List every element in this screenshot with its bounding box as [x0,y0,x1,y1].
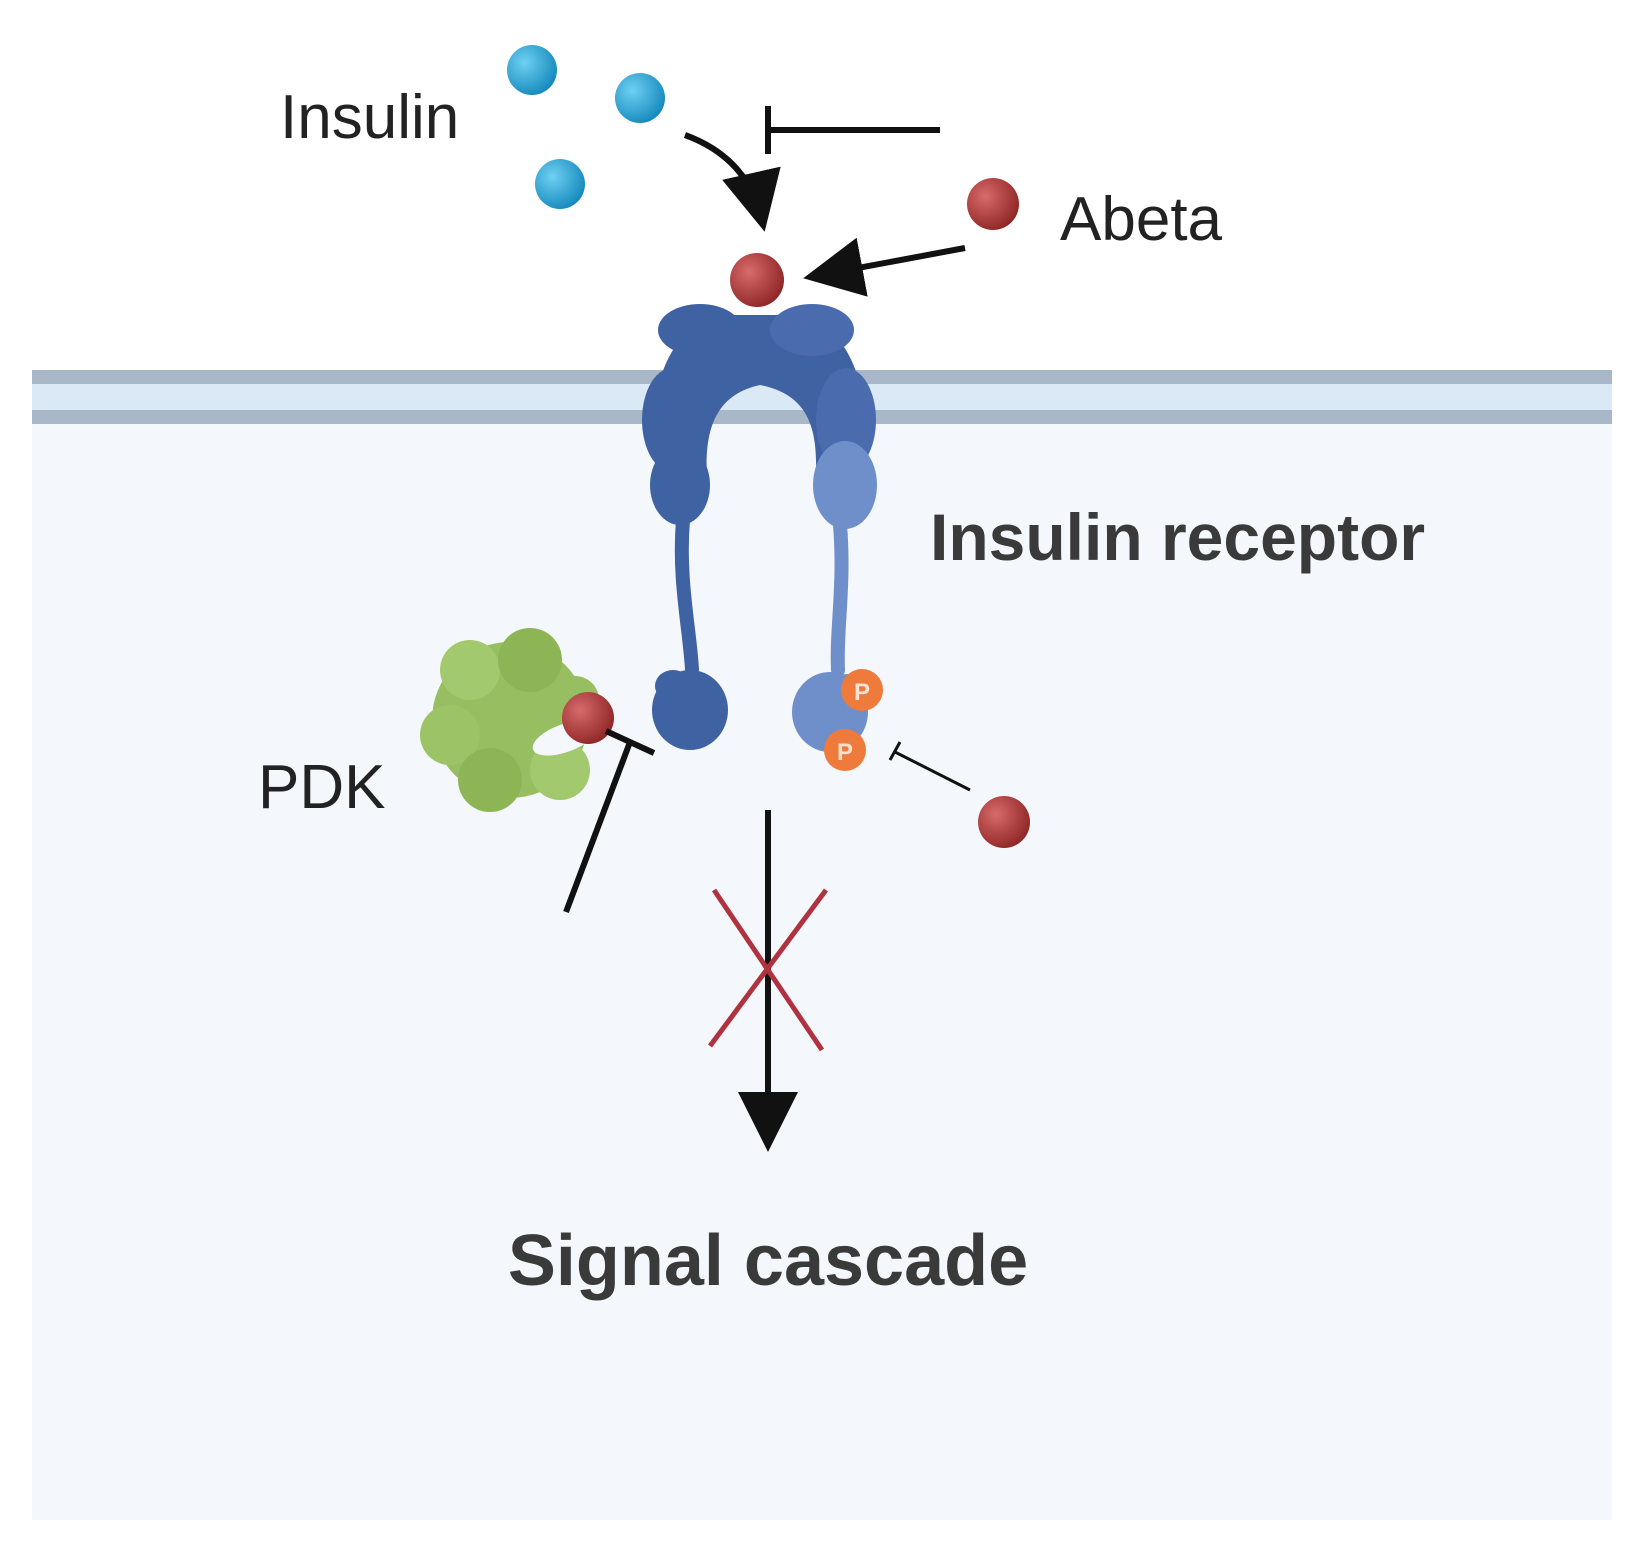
phosphate-group: P [841,669,883,711]
abeta-label: Abeta [1060,185,1223,254]
insulin-molecule [507,45,557,95]
svg-text:P: P [837,739,853,766]
abeta-binding-arrow [803,237,966,297]
abeta-inhibits-phosphorylation [888,741,971,792]
insulin-receptor-label: Insulin receptor [930,500,1425,574]
insulin-label: Insulin [280,83,459,152]
insulin-molecule [615,73,665,123]
abeta-molecule-intracellular [978,796,1030,848]
pdk-protein [420,628,599,812]
insulin-activation-arrow [683,132,781,232]
insulin-receptor [642,304,877,752]
abeta-molecule [967,178,1019,230]
phosphate-group: P [824,729,866,771]
signal-cascade-label: Signal cascade [508,1221,1028,1301]
svg-text:P: P [854,679,870,706]
abeta-bound-receptor [730,253,784,307]
pdk-label: PDK [258,753,385,822]
abeta-inhibits-insulin-binding [765,106,940,154]
blocked-cross-icon [707,888,829,1052]
insulin-molecules [507,45,665,209]
abeta-bound-pdk [562,692,614,744]
insulin-molecule [535,159,585,209]
abeta-inhibits-pdk [563,728,656,914]
